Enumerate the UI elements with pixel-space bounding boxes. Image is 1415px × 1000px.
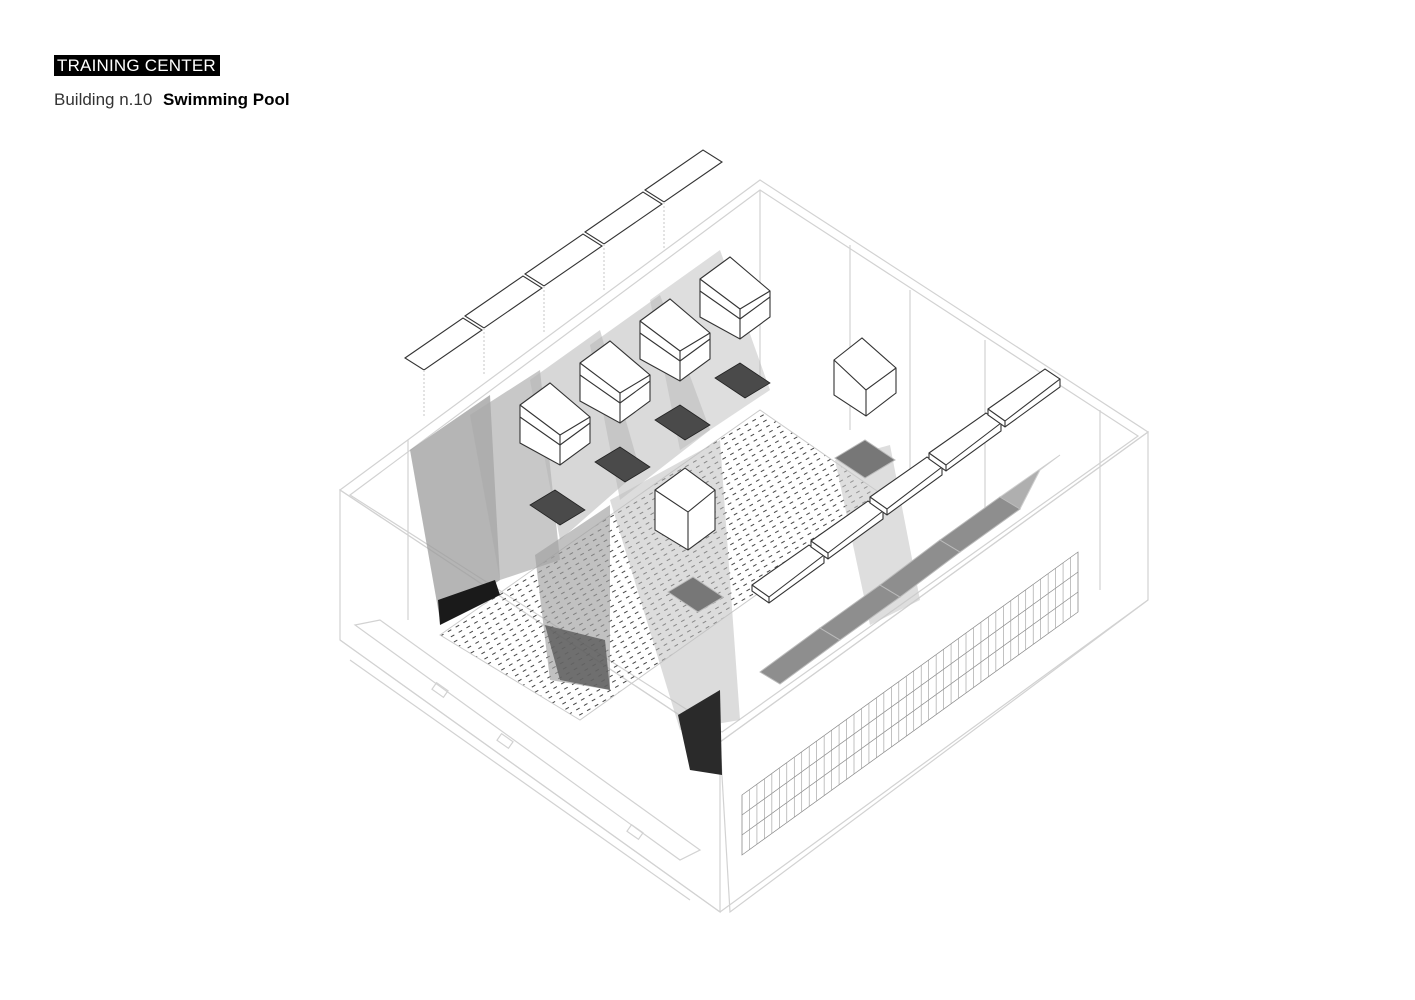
light-cube-right xyxy=(833,337,897,417)
building-subtitle: Building n.10 Swimming Pool xyxy=(54,90,290,110)
skylight-openings xyxy=(529,362,771,526)
light-cube-center xyxy=(654,467,716,551)
floor-slots xyxy=(667,439,1061,685)
roof-panels xyxy=(404,149,723,418)
skylight-boxes xyxy=(519,256,771,466)
building-name: Swimming Pool xyxy=(163,90,290,109)
facade-window-mullions xyxy=(741,552,1079,855)
project-tag: TRAINING CENTER xyxy=(54,55,220,76)
title-block: TRAINING CENTER Building n.10 Swimming P… xyxy=(54,55,290,110)
roof-slabs xyxy=(751,368,1061,604)
building-number: Building n.10 xyxy=(54,90,153,109)
